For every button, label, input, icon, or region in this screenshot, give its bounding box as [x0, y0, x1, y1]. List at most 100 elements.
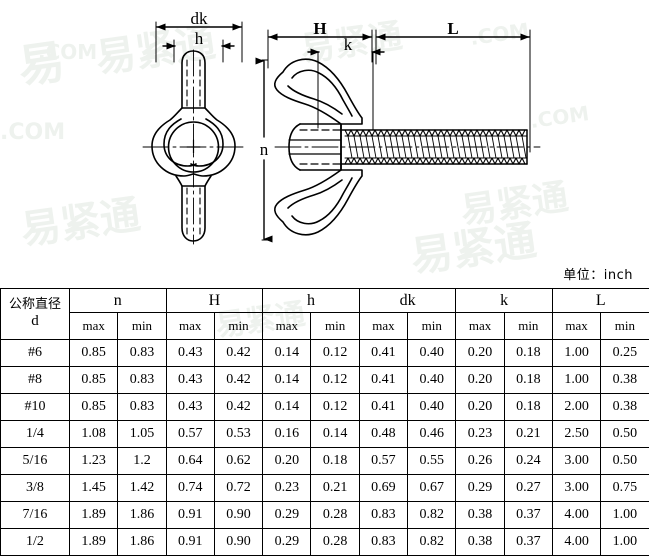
cell-value: 4.00: [552, 502, 600, 529]
cell-value: 0.67: [408, 475, 456, 502]
cell-value: 0.12: [311, 340, 359, 367]
cell-value: 0.72: [214, 475, 262, 502]
cell-value: 0.14: [311, 421, 359, 448]
cell-nominal-diameter: 7/16: [1, 502, 70, 529]
header-n-max: max: [70, 313, 118, 340]
cell-value: 3.00: [552, 475, 600, 502]
header-group-dk: dk: [359, 289, 456, 313]
header-nominal-diameter: 公称直径 d: [1, 289, 70, 340]
cell-value: 0.55: [408, 448, 456, 475]
cell-value: 1.00: [601, 502, 649, 529]
cell-value: 0.40: [408, 340, 456, 367]
cell-value: 0.43: [166, 394, 214, 421]
cell-value: 0.12: [311, 394, 359, 421]
header-L-max: max: [552, 313, 600, 340]
cell-value: 0.41: [359, 367, 407, 394]
cell-value: 0.38: [601, 367, 649, 394]
cell-value: 0.16: [263, 421, 311, 448]
cell-value: 0.29: [456, 475, 504, 502]
cell-value: 1.08: [70, 421, 118, 448]
cell-value: 0.18: [504, 394, 552, 421]
cell-value: 0.90: [214, 502, 262, 529]
cell-value: 0.57: [359, 448, 407, 475]
cell-value: 0.20: [456, 394, 504, 421]
header-nominal-diameter-symbol: d: [1, 313, 69, 330]
cell-value: 0.18: [504, 367, 552, 394]
svg-text:H: H: [313, 19, 326, 38]
cell-value: 1.00: [601, 529, 649, 556]
cell-value: 1.23: [70, 448, 118, 475]
cell-value: 0.14: [263, 394, 311, 421]
cell-value: 1.86: [118, 529, 166, 556]
header-H-min: min: [214, 313, 262, 340]
cell-value: 1.42: [118, 475, 166, 502]
cell-value: 0.21: [504, 421, 552, 448]
cell-value: 0.90: [214, 529, 262, 556]
cell-value: 0.83: [118, 340, 166, 367]
cell-value: 0.74: [166, 475, 214, 502]
cell-value: 0.83: [359, 502, 407, 529]
cell-value: 0.42: [214, 394, 262, 421]
cell-nominal-diameter: #8: [1, 367, 70, 394]
cell-value: 0.83: [118, 367, 166, 394]
cell-value: 0.46: [408, 421, 456, 448]
cell-value: 0.82: [408, 529, 456, 556]
cell-value: 0.83: [118, 394, 166, 421]
cell-value: 0.28: [311, 529, 359, 556]
cell-value: 0.91: [166, 529, 214, 556]
cell-value: 0.40: [408, 367, 456, 394]
cell-value: 0.12: [311, 367, 359, 394]
unit-note: 单位：inch: [563, 264, 633, 283]
cell-value: 0.62: [214, 448, 262, 475]
cell-value: 0.75: [601, 475, 649, 502]
cell-value: 0.20: [263, 448, 311, 475]
cell-value: 0.14: [263, 367, 311, 394]
cell-value: 0.29: [263, 502, 311, 529]
cell-value: 1.89: [70, 529, 118, 556]
cell-value: 2.50: [552, 421, 600, 448]
cell-value: 0.25: [601, 340, 649, 367]
cell-value: 0.14: [263, 340, 311, 367]
cell-value: 0.24: [504, 448, 552, 475]
cell-value: 0.23: [263, 475, 311, 502]
cell-value: 0.48: [359, 421, 407, 448]
cell-value: 0.29: [263, 529, 311, 556]
cell-value: 0.85: [70, 394, 118, 421]
cell-value: 4.00: [552, 529, 600, 556]
header-group-n: n: [70, 289, 167, 313]
cell-nominal-diameter: #6: [1, 340, 70, 367]
svg-text:k: k: [344, 35, 353, 54]
header-n-min: min: [118, 313, 166, 340]
cell-nominal-diameter: 5/16: [1, 448, 70, 475]
cell-value: 0.41: [359, 340, 407, 367]
svg-text:n: n: [260, 140, 269, 159]
cell-value: 0.18: [504, 340, 552, 367]
svg-text:dk: dk: [191, 9, 209, 28]
header-group-L: L: [552, 289, 649, 313]
header-row-minmax: max min max min max min max min max min …: [1, 313, 649, 340]
cell-value: 0.41: [359, 394, 407, 421]
cell-value: 0.27: [504, 475, 552, 502]
cell-value: 0.53: [214, 421, 262, 448]
cell-nominal-diameter: #10: [1, 394, 70, 421]
cell-value: 1.45: [70, 475, 118, 502]
header-L-min: min: [601, 313, 649, 340]
cell-value: 0.21: [311, 475, 359, 502]
cell-value: 1.2: [118, 448, 166, 475]
cell-value: 1.00: [552, 367, 600, 394]
cell-nominal-diameter: 3/8: [1, 475, 70, 502]
header-H-max: max: [166, 313, 214, 340]
cell-value: 1.86: [118, 502, 166, 529]
cell-value: 0.26: [456, 448, 504, 475]
header-row-groups: 公称直径 d n H h dk k L: [1, 289, 649, 313]
cell-value: 0.38: [456, 529, 504, 556]
header-dk-min: min: [408, 313, 456, 340]
cell-value: 0.85: [70, 367, 118, 394]
